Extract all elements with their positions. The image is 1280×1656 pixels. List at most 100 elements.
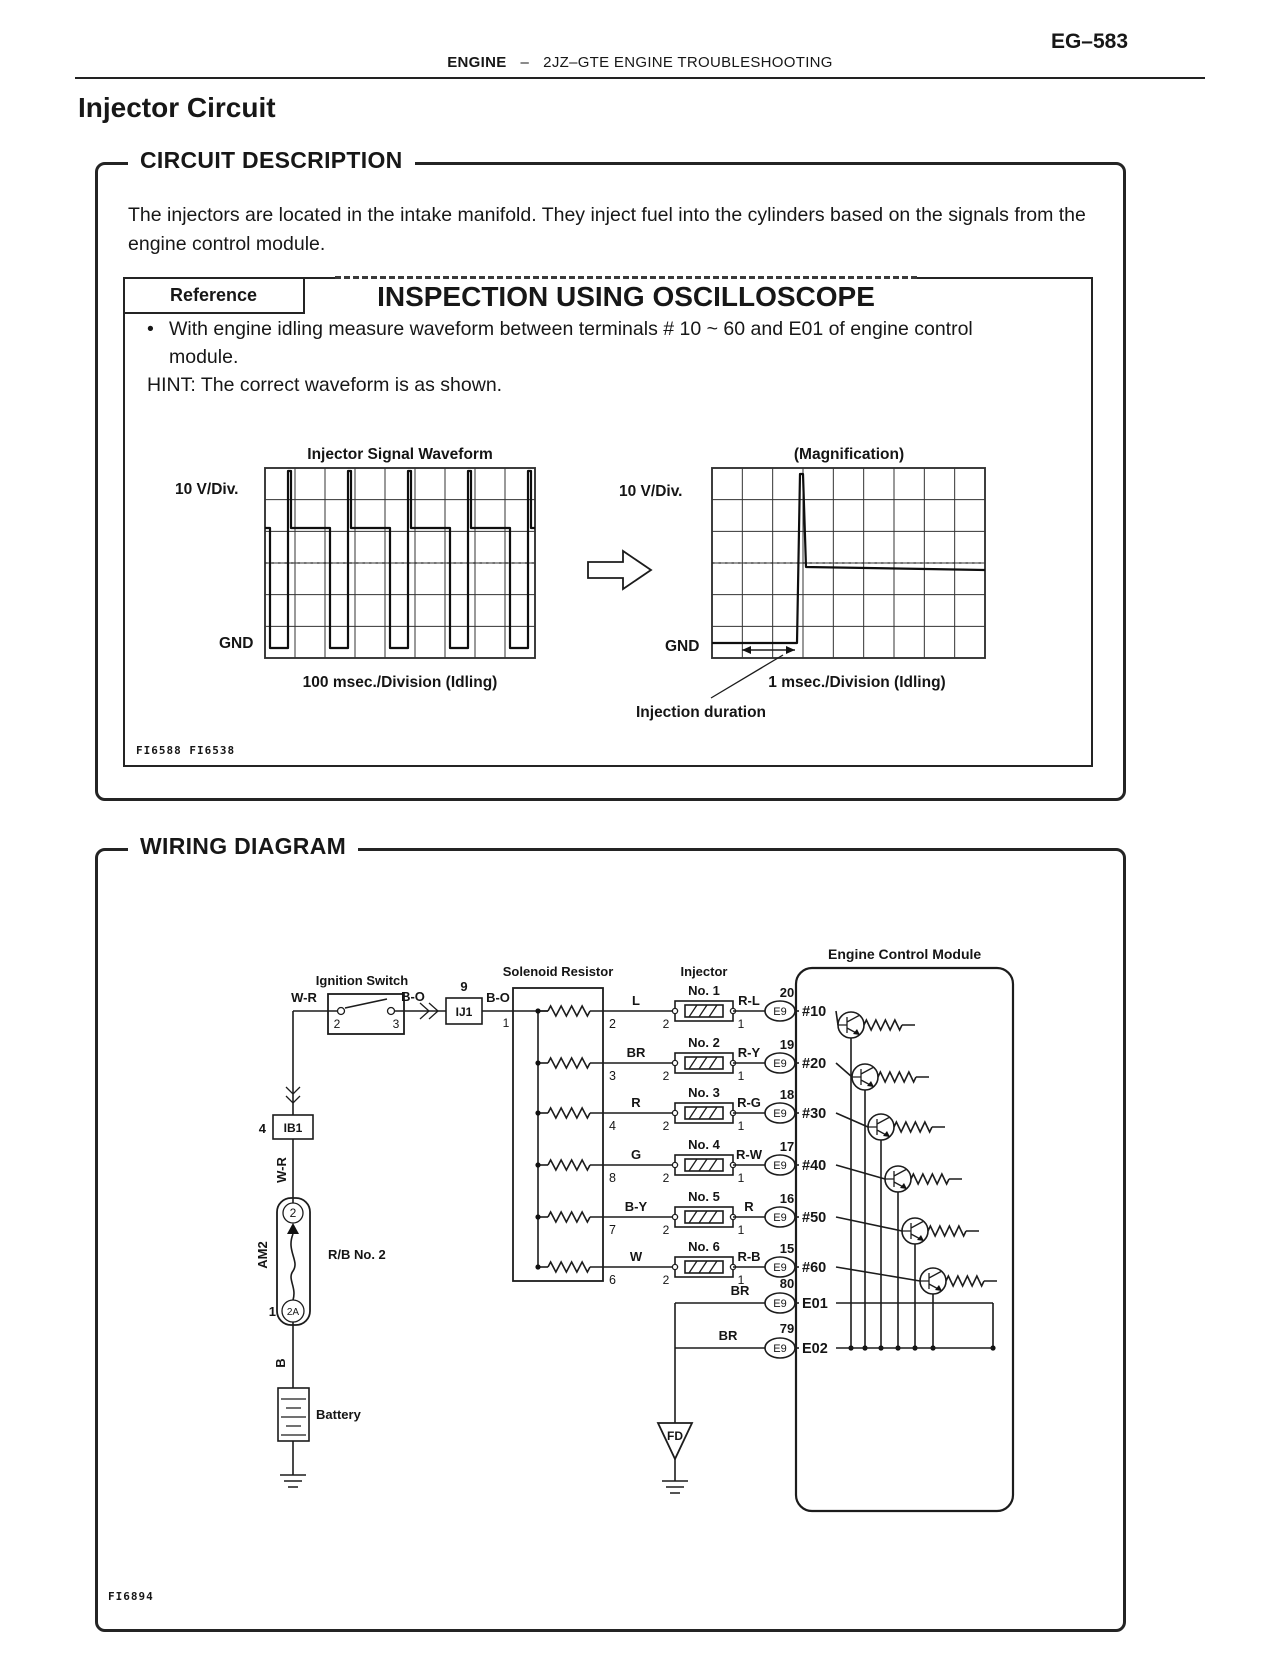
duration-leader-line — [710, 654, 784, 699]
wiring-diagram-title: WIRING DIAGRAM — [128, 833, 359, 860]
ecu-pin-number: 19 — [780, 1037, 794, 1052]
emitter-arrow-icon — [935, 1285, 942, 1291]
transistor-symbol — [852, 1066, 875, 1088]
resistor-icon — [547, 1210, 591, 1224]
ecu-pin-number: 16 — [780, 1191, 794, 1206]
injector-name: No. 1 — [688, 983, 720, 998]
transistor-symbol — [920, 1270, 943, 1292]
ecu-terminal: E01 — [802, 1296, 828, 1312]
ecu-pin-number: 15 — [780, 1241, 794, 1256]
gnd-label-left: GND — [219, 635, 253, 652]
resistor-icon — [910, 1172, 962, 1186]
ecu-terminal: #30 — [802, 1106, 826, 1122]
ecu-pin-number: 20 — [780, 985, 794, 1000]
switch-blade — [344, 998, 388, 1009]
junction-name: IJ1 — [456, 1005, 473, 1019]
header-rule — [75, 77, 1205, 79]
ignition-switch-body — [327, 993, 405, 1035]
terminal-number: 2 — [663, 1119, 670, 1133]
figure-code: FI6894 — [108, 1590, 154, 1603]
battery-label: Battery — [316, 1407, 362, 1422]
wire-color-label: R-G — [737, 1095, 761, 1110]
battery-plates-icon — [281, 1398, 306, 1436]
solenoid-resistor-box — [512, 987, 604, 1282]
wire-color-label: BR — [719, 1328, 738, 1343]
circuit-description-body: The injectors are located in the intake … — [128, 204, 1086, 256]
terminal-number: 1 — [738, 1223, 745, 1237]
terminal-number: 2 — [663, 1273, 670, 1287]
switch-terminal — [386, 1006, 396, 1016]
resistor-icon — [547, 1260, 591, 1274]
ecu-pin-number: 79 — [780, 1321, 794, 1336]
running-head-section: ENGINE — [447, 54, 507, 71]
terminal-number: 2A — [287, 1307, 300, 1318]
running-head-separator: – — [520, 54, 530, 71]
terminal-number: 1 — [738, 1171, 745, 1185]
junction-dot — [535, 1060, 541, 1066]
page-title: Injector Circuit — [78, 92, 276, 123]
fuse-arrow-icon — [287, 1223, 299, 1234]
injector-terminal — [671, 1007, 679, 1015]
terminal-number: 2 — [663, 1171, 670, 1185]
injection-duration-marker — [710, 646, 795, 699]
inspection-hint: HINT: The correct waveform is as shown. — [147, 374, 503, 396]
injector-name: No. 3 — [688, 1085, 720, 1100]
junction-dot — [535, 1214, 541, 1220]
connector-name: IB1 — [284, 1121, 303, 1135]
wire — [836, 1302, 994, 1348]
junction-dot — [535, 1008, 541, 1014]
terminal-number: 8 — [609, 1171, 616, 1185]
connector-code: E9 — [773, 1058, 786, 1070]
emitter-arrow-icon — [900, 1183, 907, 1189]
timebase-label-left: 100 msec./Division (Idling) — [303, 674, 498, 691]
arrow-down-icon — [285, 1086, 301, 1104]
duration-arrow-right-icon — [786, 646, 795, 654]
terminal-number: 2 — [334, 1017, 341, 1031]
ecu-terminal: #40 — [802, 1158, 826, 1174]
injector-name: No. 2 — [688, 1035, 720, 1050]
scope-right-trace — [712, 472, 986, 645]
resistor-icon — [863, 1018, 915, 1032]
coil-hatch-icon — [688, 1106, 718, 1120]
injector-terminal — [671, 1161, 679, 1169]
wire-color-label: BR — [731, 1283, 750, 1298]
connector-code: E9 — [773, 1298, 786, 1310]
fd-ground: FD — [656, 1303, 694, 1494]
wire-color-label: G — [631, 1147, 641, 1162]
battery — [277, 1387, 310, 1442]
page-number: EG–583 — [1050, 30, 1128, 53]
emitter-arrow-icon — [867, 1081, 874, 1087]
ignition-switch: Ignition Switch W-R 2 3 B-O — [291, 973, 446, 1035]
gnd-label-right: GND — [665, 638, 699, 655]
vdiv-label-right: 10 V/Div. — [619, 483, 682, 500]
terminal-number: 2 — [609, 1017, 616, 1031]
injector-name: No. 4 — [688, 1137, 721, 1152]
terminal-number: 1 — [269, 1304, 276, 1319]
resistor-icon — [547, 1106, 591, 1120]
terminal-number: 1 — [738, 1069, 745, 1083]
ecm-label: Engine Control Module — [828, 946, 981, 962]
e02-row: BR E9 79 E02 — [675, 1321, 993, 1359]
running-head: ENGINE–2JZ–GTE ENGINE TROUBLESHOOTING — [0, 54, 1280, 71]
inspection-heading: INSPECTION USING OSCILLOSCOPE — [335, 276, 917, 313]
ib1-connector — [272, 1114, 314, 1140]
connector-code: E9 — [773, 1108, 786, 1120]
wire-color-label: BR — [627, 1045, 646, 1060]
junction-dot — [535, 1110, 541, 1116]
wire-color-label: R-L — [738, 993, 760, 1008]
solenoid-resistor-label: Solenoid Resistor — [503, 964, 614, 979]
ij1-junction: 9 IJ1 B-O 1 — [445, 979, 548, 1030]
coil-hatch-icon — [688, 1056, 718, 1070]
resistor-icon — [547, 1158, 591, 1172]
terminal-number: 2 — [663, 1069, 670, 1083]
fd-triangle — [656, 1422, 694, 1462]
connector-code: E9 — [773, 1212, 786, 1224]
transistor-symbol — [838, 1014, 861, 1036]
wire-color-label: B-Y — [625, 1199, 648, 1214]
wire-color-label: W — [630, 1249, 643, 1264]
terminal-number: 4 — [609, 1119, 616, 1133]
ground-icon — [280, 1474, 306, 1488]
